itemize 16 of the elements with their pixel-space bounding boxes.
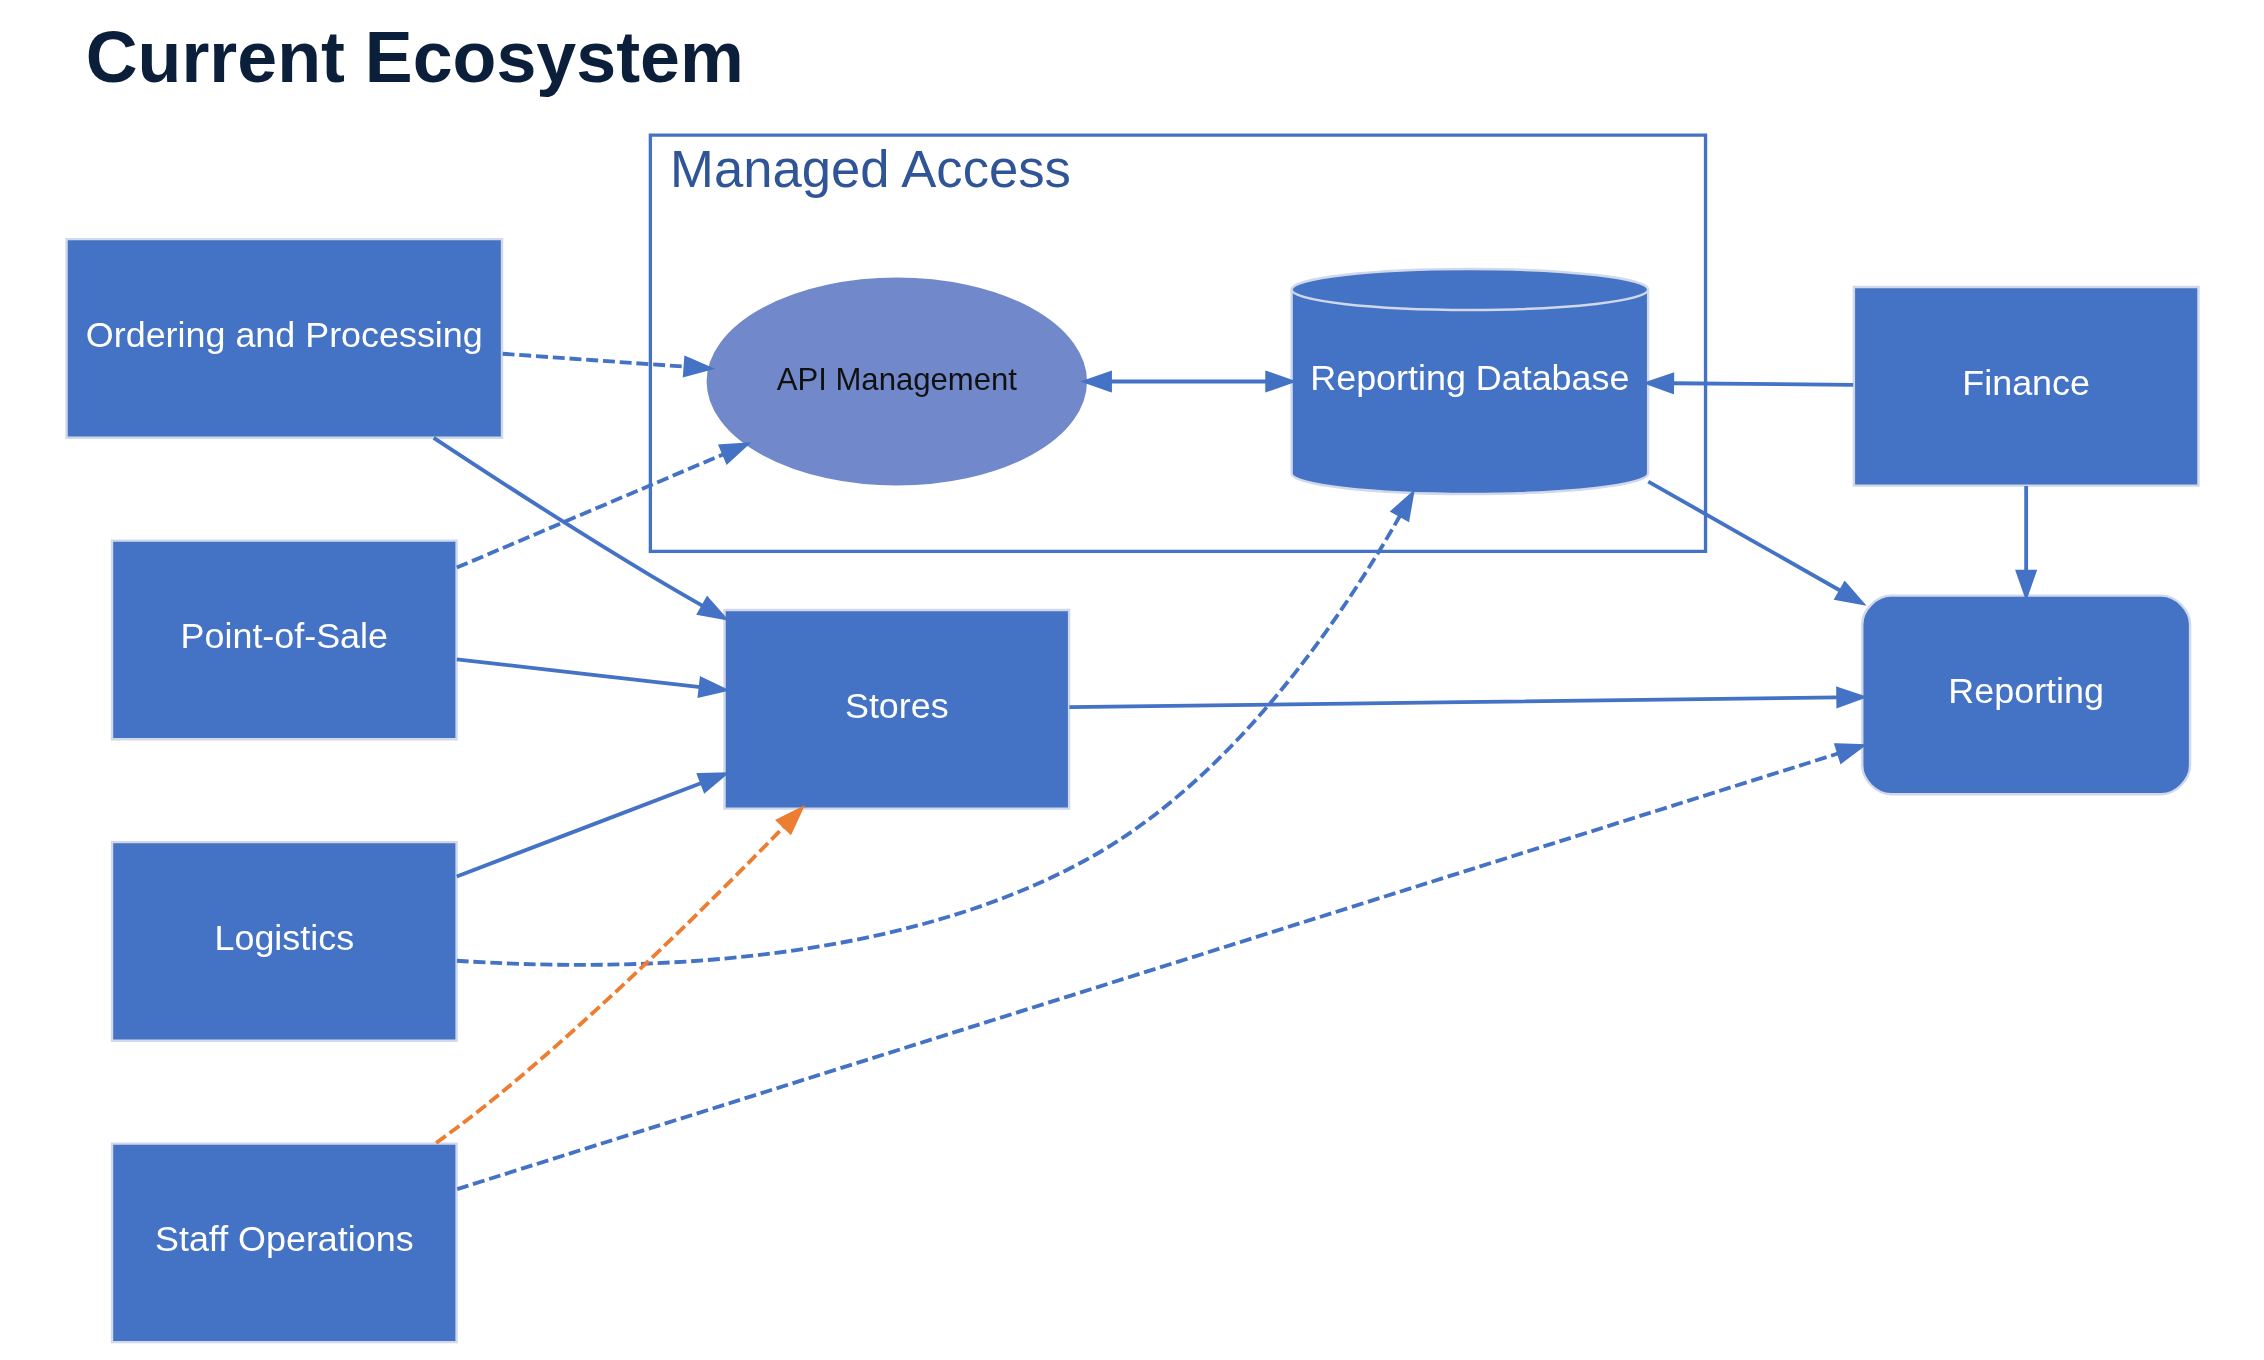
arrow (456, 743, 1867, 1191)
arrow (432, 436, 729, 621)
diagram-title: Current Ecosystem (85, 17, 744, 98)
node-box: Reporting (1860, 594, 2191, 796)
arrow (502, 351, 715, 378)
node-box: Point-of-Sale (110, 539, 458, 741)
node-box: Stores (722, 608, 1070, 810)
node-box: Finance (1852, 285, 2200, 487)
arrow (1646, 479, 1867, 606)
node-ellipse: API Management (706, 277, 1087, 486)
arrow (455, 442, 751, 570)
node-box: Ordering and Processing (64, 237, 503, 439)
node-box: Logistics (110, 840, 458, 1042)
arrow (434, 804, 805, 1145)
arrow (456, 489, 1415, 967)
node-box: Staff Operations (110, 1142, 458, 1344)
